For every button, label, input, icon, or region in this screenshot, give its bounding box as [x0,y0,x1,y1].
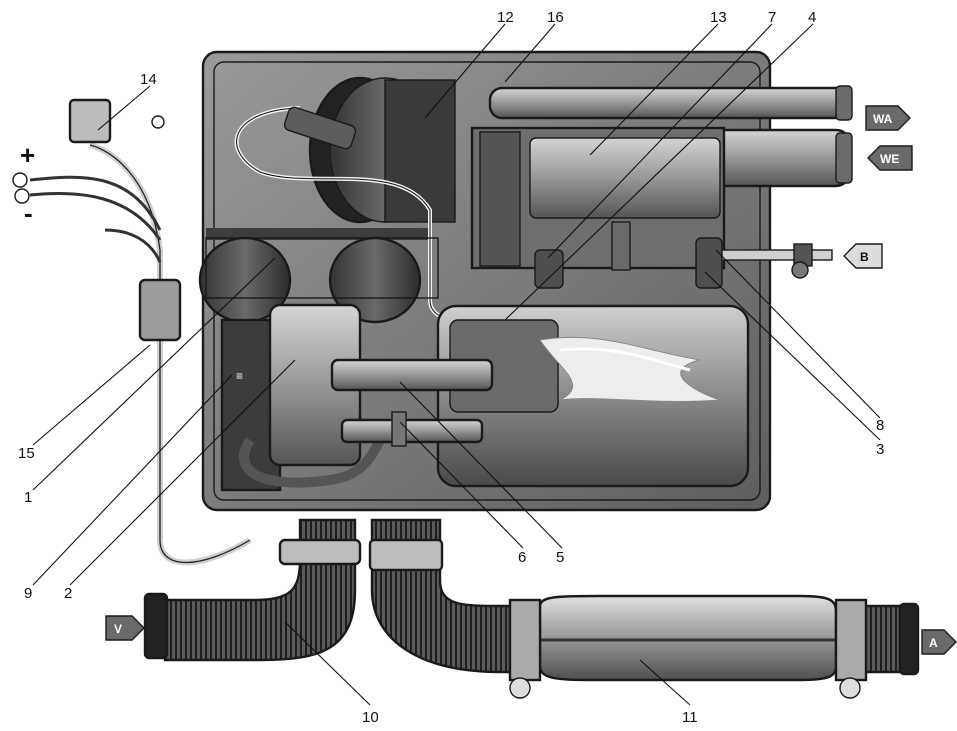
heat-exchanger-block [470,126,726,270]
temperature-sensor [534,221,723,289]
callout-2: 2 [64,585,72,602]
wiring-harness [12,98,252,566]
flow-tag-b: B [860,250,869,264]
callout-10: 10 [362,709,379,726]
flow-tag-v: V [114,622,122,636]
callout-15: 15 [18,445,35,462]
flame [539,336,721,402]
callout-14: 14 [140,71,157,88]
callout-5: 5 [556,549,564,566]
flow-arrow-we: WE [867,145,913,171]
flow-arrow-a: A [921,629,957,655]
sensor-wire [234,106,461,322]
fuel-connection [721,243,833,279]
minus-sign: - [24,198,33,228]
fan-housing [198,236,439,324]
glow-pin [330,358,494,447]
fuse-holder [68,98,112,144]
callout-6: 6 [518,549,526,566]
plus-sign: + [20,140,35,170]
leader-lines [32,23,881,706]
combustion-chamber [436,304,750,488]
callout-8: 8 [876,417,884,434]
callout-3: 3 [876,441,884,458]
callout-4: 4 [808,9,816,26]
control-unit-mark: ≡ [236,369,243,383]
combustion-air-intake-pipe [143,518,362,662]
flow-arrow-wa: WA [865,105,911,131]
callout-1: 1 [24,489,32,506]
callout-12: 12 [497,9,514,26]
callout-13: 13 [710,9,727,26]
callout-labels: 12 16 13 7 4 14 15 1 9 2 6 5 8 3 10 11 [18,9,884,726]
combustion-air-blower [308,76,456,224]
flow-arrow-v: V [105,615,145,641]
callout-16: 16 [547,9,564,26]
exhaust-muffler [508,594,868,699]
callout-7: 7 [768,9,776,26]
flow-arrow-b: B [843,243,883,269]
flow-tag-a: A [929,636,938,650]
flow-tag-we: WE [880,152,899,166]
flow-tag-wa: WA [873,112,893,126]
callout-11: 11 [682,709,698,726]
callout-9: 9 [24,585,32,602]
cable-grommet [138,278,182,342]
